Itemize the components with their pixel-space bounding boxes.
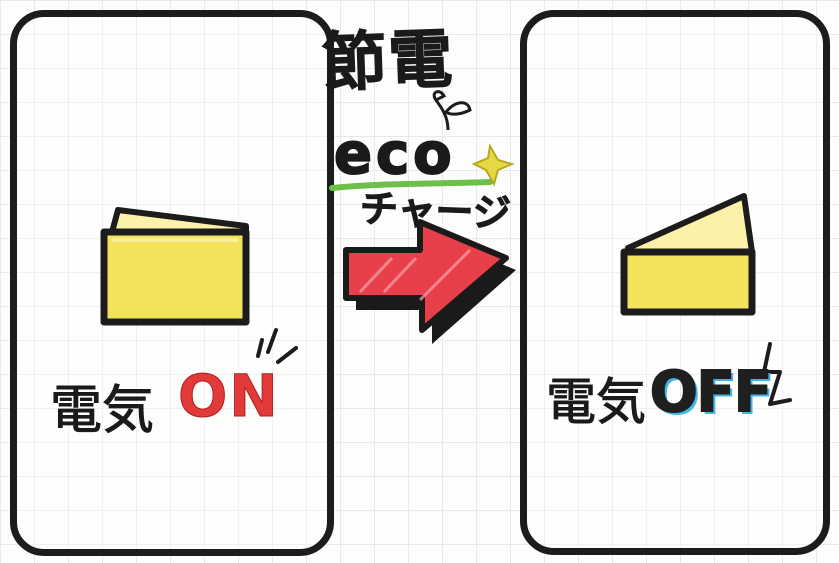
left-panel-on — [10, 10, 334, 556]
left-electricity-label: 電気 — [49, 381, 155, 442]
sparkle-icon — [471, 143, 515, 187]
right-panel-off — [520, 10, 830, 555]
arrow-right-icon — [343, 219, 516, 344]
right-status-off: OFF — [649, 359, 773, 426]
charge-label: チャージ — [359, 186, 512, 236]
right-electricity-label: 電気 — [546, 373, 647, 432]
title-setsuden: 節電 — [320, 22, 456, 102]
left-status-on: ON — [178, 362, 280, 431]
eco-label: eco — [333, 121, 456, 188]
